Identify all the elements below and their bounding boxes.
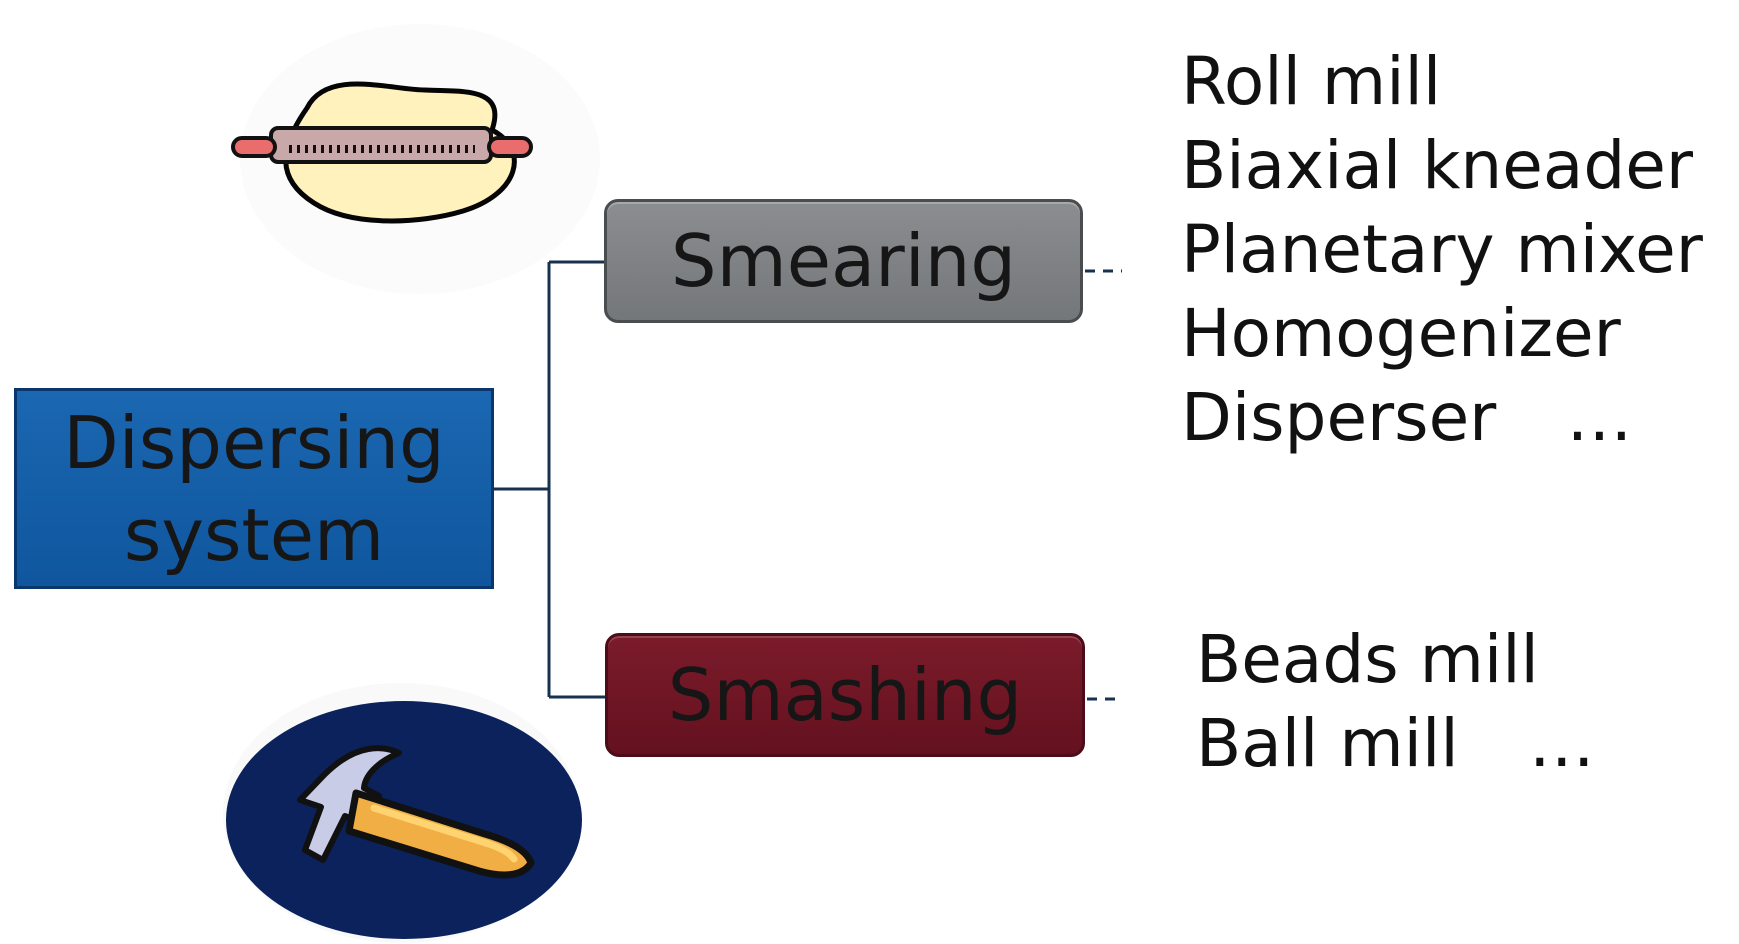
smashing-equipment-item-with-ellipsis: Ball mill …	[1196, 702, 1595, 786]
smashing-equipment-item: Beads mill	[1196, 621, 1539, 698]
smearing-box: Smearing	[604, 199, 1083, 323]
smearing-equipment-item: Biaxial kneader	[1181, 127, 1693, 204]
root-to-branches-connector	[494, 260, 605, 699]
smearing-ellipsis: …	[1566, 379, 1633, 456]
smearing-equipment-list: Roll mill Biaxial kneader Planetary mixe…	[1181, 40, 1703, 460]
hammer-icon	[223, 683, 582, 943]
smearing-equipment-item-with-ellipsis: Disperser …	[1181, 376, 1703, 460]
rolling-pin-dough-icon	[231, 24, 600, 294]
smashing-box: Smashing	[605, 633, 1085, 757]
smearing-equipment-item: Homogenizer	[1181, 295, 1621, 372]
smashing-equipment-list: Beads mill Ball mill …	[1196, 618, 1595, 786]
root-label-line-1: Dispersing	[63, 400, 445, 485]
smearing-equipment-item: Roll mill	[1181, 43, 1442, 120]
smashing-ellipsis: …	[1528, 705, 1595, 782]
smashing-last-item: Ball mill	[1196, 705, 1459, 782]
smearing-last-item: Disperser	[1181, 379, 1497, 456]
dispersing-system-box: Dispersing system	[14, 388, 494, 589]
smearing-equipment-item: Planetary mixer	[1181, 211, 1703, 288]
root-label-line-2: system	[123, 492, 385, 577]
